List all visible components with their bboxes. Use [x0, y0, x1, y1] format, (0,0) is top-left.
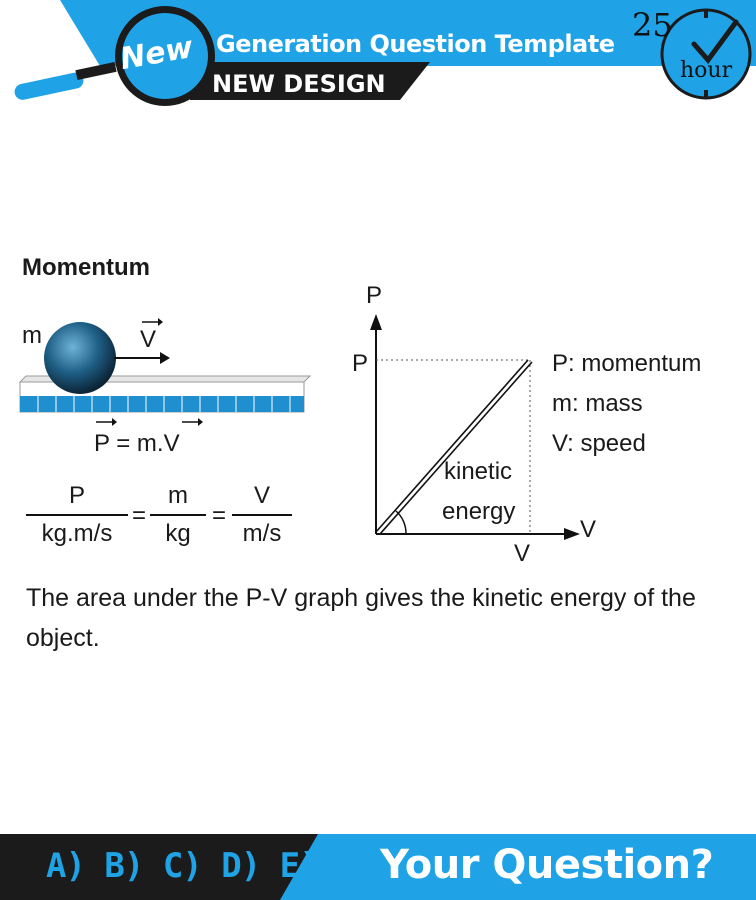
clock-unit: hour	[680, 58, 733, 83]
fraction-m-den: kg	[165, 520, 191, 547]
banner-subtitle: NEW DESIGN	[212, 70, 386, 98]
ball-on-track-illustration	[18, 322, 312, 413]
clock-number: 25	[632, 6, 673, 44]
legend-momentum: P: momentum	[552, 350, 702, 377]
explanation-caption: The area under the P-V graph gives the k…	[26, 584, 696, 652]
banner-title: Generation Question Template	[216, 30, 615, 58]
x-axis-label: V	[580, 516, 597, 543]
momentum-formula: P = m.V	[94, 430, 180, 458]
header-banner	[60, 0, 756, 66]
footer-bar	[0, 834, 756, 900]
vector-arrow-icon	[96, 418, 117, 426]
equals-sign: =	[211, 502, 226, 529]
formula-v: V	[163, 430, 180, 457]
vector-arrow-icon	[142, 318, 163, 326]
formula-eq: = m.	[109, 430, 164, 457]
magnifier-icon	[14, 6, 215, 106]
legend-mass: m: mass	[552, 390, 643, 417]
v-marker: V	[514, 540, 531, 567]
vector-arrow-icon	[182, 418, 203, 426]
question-prompt: Your Question?	[380, 842, 714, 888]
fraction-m-num: m	[168, 482, 188, 509]
topic-heading: Momentum	[22, 254, 150, 281]
fraction-p-den: kg.m/s	[41, 520, 113, 547]
fraction-v-den: m/s	[242, 520, 282, 547]
p-marker: P	[352, 350, 369, 377]
y-axis-label: P	[366, 282, 383, 309]
subtitle-ribbon	[190, 62, 430, 100]
fraction-bar	[26, 514, 128, 516]
fraction-bar	[150, 514, 206, 516]
mass-label: m	[22, 322, 42, 349]
clock-icon	[660, 8, 752, 100]
fraction-p-num: P	[68, 482, 85, 509]
equals-sign: =	[131, 502, 146, 529]
fraction-v-num: V	[253, 482, 270, 509]
formula-p: P	[94, 430, 110, 457]
velocity-label: V	[140, 326, 157, 353]
area-label-energy: energy	[442, 498, 516, 525]
fraction-bar	[232, 514, 292, 516]
answer-options: A) B) C) D) E)	[46, 846, 320, 886]
p-v-graph	[370, 314, 580, 540]
area-label-kinetic: kinetic	[444, 458, 513, 485]
legend-speed: V: speed	[552, 430, 646, 457]
